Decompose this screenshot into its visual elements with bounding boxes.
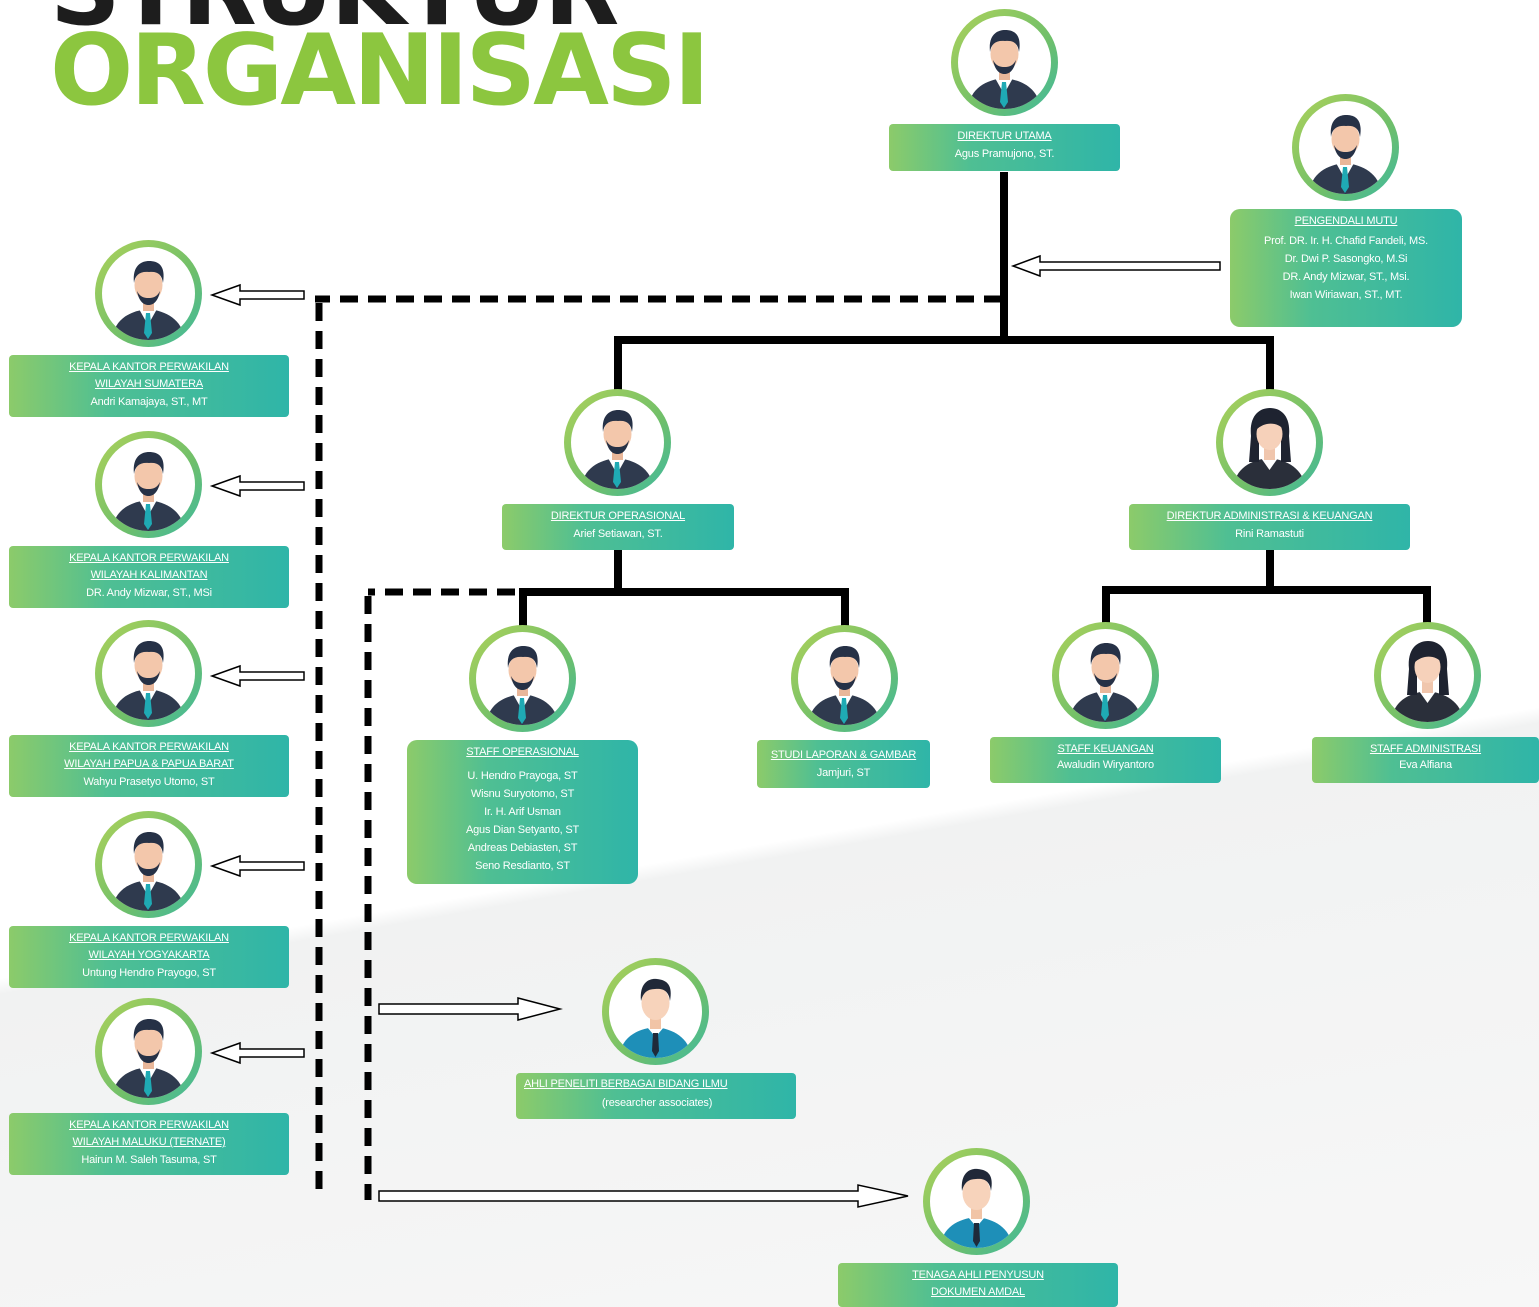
avatar-direktur-operasional xyxy=(564,389,671,496)
avatar-kepala-yogyakarta xyxy=(95,811,202,918)
role-label: PENGENDALI MUTU xyxy=(1294,215,1398,227)
role-label: STUDI LAPORAN & GAMBAR xyxy=(770,749,917,761)
role-label: KEPALA KANTOR PERWAKILAN WILAYAH PAPUA &… xyxy=(64,741,234,770)
man-avatar-icon xyxy=(112,452,185,531)
man-avatar-icon xyxy=(112,1019,185,1098)
avatar-kepala-papua xyxy=(95,620,202,727)
avatar-kepala-kalimantan xyxy=(95,431,202,538)
person-name: Andreas Debiasten, ST xyxy=(467,842,578,854)
avatar-kepala-maluku xyxy=(95,998,202,1105)
card-kepala-kalimantan: KEPALA KANTOR PERWAKILAN WILAYAH KALIMAN… xyxy=(9,546,289,608)
arrow-pengendali-mutu xyxy=(1010,254,1221,278)
role-label: DIREKTUR OPERASIONAL xyxy=(550,510,686,522)
card-direktur-operasional: DIREKTUR OPERASIONAL Arief Setiawan, ST. xyxy=(502,504,734,550)
person-name: Seno Resdianto, ST xyxy=(475,860,570,872)
man-avatar-icon xyxy=(112,261,185,340)
card-kepala-maluku: KEPALA KANTOR PERWAKILAN WILAYAH MALUKU … xyxy=(9,1113,289,1175)
arrow-ahli-peneliti xyxy=(378,997,563,1021)
page-title-line1: STRUKTUR xyxy=(50,0,619,40)
avatar-kepala-sumatera xyxy=(95,240,202,347)
person-name: Eva Alfiana xyxy=(1399,759,1452,771)
man-avatar-icon xyxy=(486,646,559,725)
role-label: STAFF KEUANGAN xyxy=(1057,743,1154,755)
card-studi-laporan: STUDI LAPORAN & GAMBAR Jamjuri, ST xyxy=(757,740,930,788)
person-name: Andri Kamajaya, ST., MT xyxy=(90,396,208,408)
person-name: Awaludin Wiryantoro xyxy=(1057,759,1154,771)
person-name: Agus Dian Setyanto, ST xyxy=(466,824,579,836)
avatar-staff-operasional xyxy=(469,625,576,732)
arrow-kepala-sumatera xyxy=(209,283,305,307)
role-label: KEPALA KANTOR PERWAKILAN WILAYAH KALIMAN… xyxy=(69,552,229,581)
avatar-staff-administrasi xyxy=(1374,622,1481,729)
card-kepala-yogyakarta: KEPALA KANTOR PERWAKILAN WILAYAH YOGYAKA… xyxy=(9,926,289,988)
card-staff-keuangan: STAFF KEUANGAN Awaludin Wiryantoro xyxy=(990,737,1221,783)
person-name: Jamjuri, ST xyxy=(816,767,871,779)
role-label: DIREKTUR ADMINISTRASI & KEUANGAN xyxy=(1166,510,1373,522)
person-name: Arief Setiawan, ST. xyxy=(573,528,663,540)
card-kepala-papua: KEPALA KANTOR PERWAKILAN WILAYAH PAPUA &… xyxy=(9,735,289,797)
role-label: KEPALA KANTOR PERWAKILAN WILAYAH YOGYAKA… xyxy=(69,932,229,961)
arrow-tenaga-ahli xyxy=(378,1184,909,1208)
person-name: Ir. H. Arif Usman xyxy=(484,806,561,818)
card-tenaga-ahli: TENAGA AHLI PENYUSUN DOKUMEN AMDAL xyxy=(838,1263,1118,1307)
person-name: Untung Hendro Prayogo, ST xyxy=(82,967,216,979)
man-avatar-icon xyxy=(1309,115,1382,194)
person-name: Wisnu Suryotomo, ST xyxy=(470,788,575,800)
arrow-kepala-maluku xyxy=(209,1041,305,1065)
role-label: DIREKTUR UTAMA xyxy=(957,130,1052,142)
page-title-line2: ORGANISASI xyxy=(50,14,710,128)
person-name: Agus Pramujono, ST. xyxy=(954,148,1055,160)
avatar-tenaga-ahli xyxy=(923,1148,1030,1255)
role-label: AHLI PENELITI BERBAGAI BIDANG ILMU xyxy=(524,1078,728,1090)
man-avatar-icon xyxy=(581,410,654,489)
role-label: KEPALA KANTOR PERWAKILAN WILAYAH MALUKU … xyxy=(69,1119,229,1148)
arrow-kepala-papua xyxy=(209,664,305,688)
role-label: STAFF OPERASIONAL xyxy=(466,746,579,758)
avatar-ahli-peneliti xyxy=(602,958,709,1065)
card-pengendali-mutu: PENGENDALI MUTU Prof. DR. Ir. H. Chafid … xyxy=(1230,209,1462,327)
avatar-direktur-utama xyxy=(951,9,1058,116)
young-man-avatar-icon xyxy=(619,978,692,1058)
card-direktur-utama: DIREKTUR UTAMA Agus Pramujono, ST. xyxy=(889,124,1120,171)
person-name: Prof. DR. Ir. H. Chafid Fandeli, MS. xyxy=(1264,235,1428,247)
person-name: Hairun M. Saleh Tasuma, ST xyxy=(81,1154,217,1166)
woman-avatar-icon xyxy=(1233,408,1306,489)
role-label: TENAGA AHLI PENYUSUN DOKUMEN AMDAL xyxy=(912,1269,1044,1298)
man-avatar-icon xyxy=(112,832,185,911)
card-staff-administrasi: STAFF ADMINISTRASI Eva Alfiana xyxy=(1312,737,1539,783)
arrow-kepala-kalimantan xyxy=(209,474,305,498)
person-name: Iwan Wiriawan, ST., MT. xyxy=(1289,289,1403,301)
person-name: Dr. Dwi P. Sasongko, M.Si xyxy=(1284,253,1408,265)
card-staff-operasional: STAFF OPERASIONAL U. Hendro Prayoga, ST … xyxy=(407,740,638,884)
person-name: Wahyu Prasetyo Utomo, ST xyxy=(83,776,215,788)
role-label: STAFF ADMINISTRASI xyxy=(1369,743,1482,755)
card-ahli-peneliti: AHLI PENELITI BERBAGAI BIDANG ILMU (rese… xyxy=(516,1073,796,1119)
avatar-staff-keuangan xyxy=(1052,622,1159,729)
person-name: DR. Andy Mizwar, ST., MSi xyxy=(86,587,212,599)
man-avatar-icon xyxy=(112,641,185,720)
man-avatar-icon xyxy=(968,30,1041,109)
role-label: KEPALA KANTOR PERWAKILAN WILAYAH SUMATER… xyxy=(69,361,229,390)
man-avatar-icon xyxy=(808,646,881,725)
man-avatar-icon xyxy=(1069,643,1142,722)
woman-avatar-icon xyxy=(1391,641,1464,722)
card-direktur-administrasi: DIREKTUR ADMINISTRASI & KEUANGAN Rini Ra… xyxy=(1129,504,1410,550)
person-name: DR. Andy Mizwar, ST., Msi. xyxy=(1282,271,1410,283)
young-man-avatar-icon xyxy=(940,1168,1013,1248)
person-name: Rini Ramastuti xyxy=(1235,528,1304,540)
avatar-studi-laporan xyxy=(791,625,898,732)
person-name: (researcher associates) xyxy=(601,1097,713,1109)
person-name: U. Hendro Prayoga, ST xyxy=(467,770,578,782)
card-kepala-sumatera: KEPALA KANTOR PERWAKILAN WILAYAH SUMATER… xyxy=(9,355,289,417)
avatar-direktur-administrasi xyxy=(1216,389,1323,496)
arrow-kepala-yogyakarta xyxy=(209,854,305,878)
avatar-pengendali-mutu xyxy=(1292,94,1399,201)
